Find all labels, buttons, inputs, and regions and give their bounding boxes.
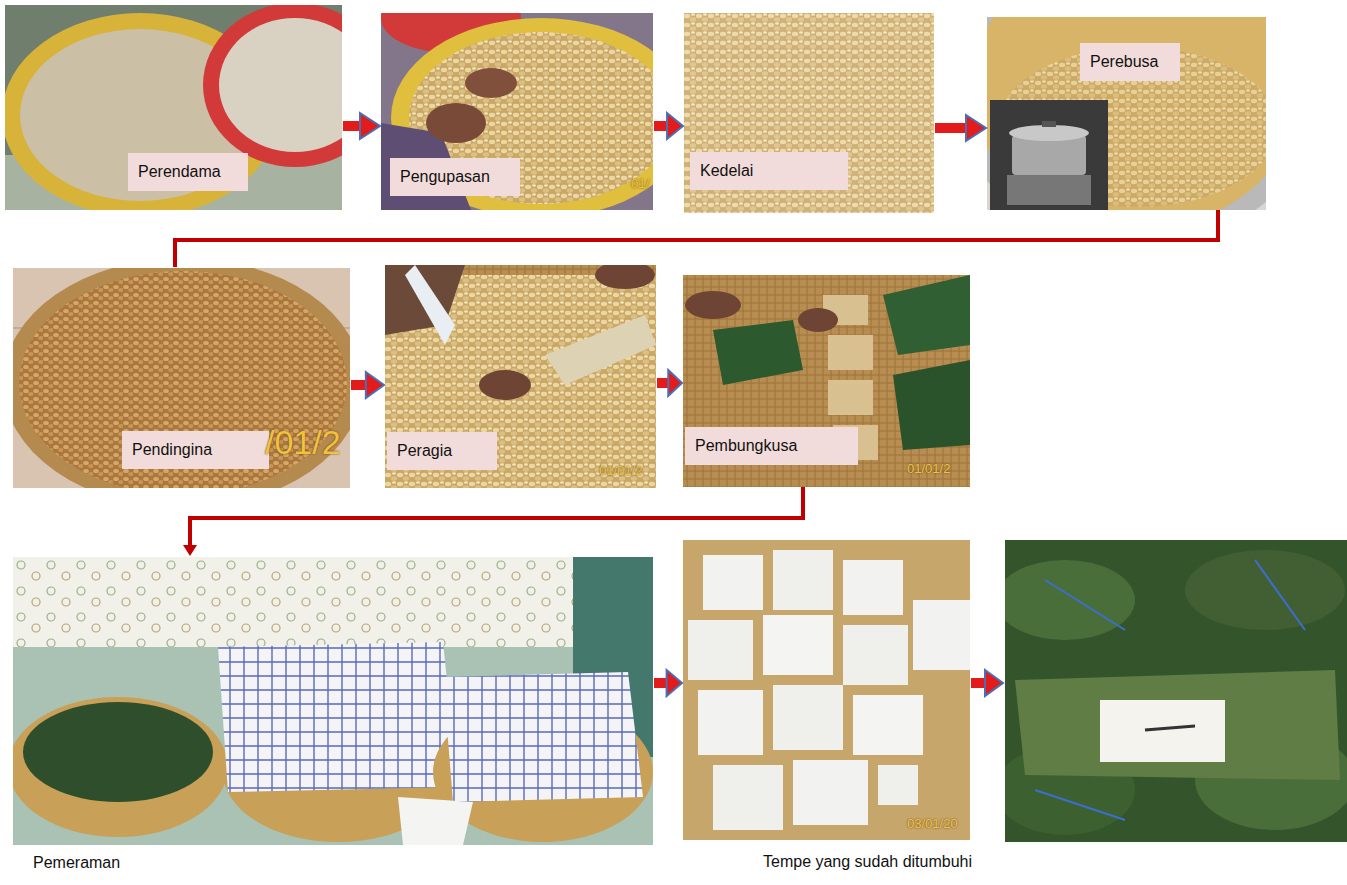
flow-arrow (654, 670, 682, 696)
step-label: Kedelai (690, 152, 848, 190)
photo-step: Peragia 01/01/2 (385, 265, 656, 488)
step-label: Perebusa (1080, 43, 1180, 81)
step-caption: Pemeraman (31, 853, 122, 873)
flow-arrow (935, 115, 986, 141)
step-label: Pendingina (122, 431, 269, 469)
step-caption: Tempe yang sudah ditumbuhi (761, 852, 974, 872)
step-label: Perendama (128, 153, 248, 191)
photo-step: Pemeraman (13, 557, 653, 845)
date-stamp: 03/01/20 (907, 816, 958, 831)
flow-arrow (657, 370, 682, 396)
flow-arrow (175, 210, 1218, 267)
flow-arrow (343, 113, 380, 139)
photo-step: Perebusa (987, 17, 1266, 210)
flow-arrow (183, 487, 803, 556)
step-label: Pembungkusa (685, 427, 858, 465)
step-label: Pengupasan (390, 158, 520, 196)
flow-arrow (971, 670, 1003, 696)
photo-step: Pendingina/01/2 (13, 268, 350, 488)
flow-arrow (351, 372, 384, 398)
date-stamp: 01/ (631, 176, 649, 191)
flow-arrow (654, 113, 683, 139)
photo-step: Pengupasan 01/ (381, 13, 653, 210)
photo-step: Perendama (5, 5, 342, 210)
photo-step: 03/01/20Tempe yang sudah ditumbuhi (683, 540, 970, 840)
step-label: Peragia (387, 432, 497, 470)
date-stamp: 01/01/2 (907, 461, 950, 476)
photo-step: Kedelai (684, 13, 934, 213)
date-stamp: 01/01/2 (599, 463, 642, 478)
date-stamp: /01/2 (265, 423, 341, 461)
photo-step: Pembungkusa 01/01/2 (683, 275, 970, 487)
